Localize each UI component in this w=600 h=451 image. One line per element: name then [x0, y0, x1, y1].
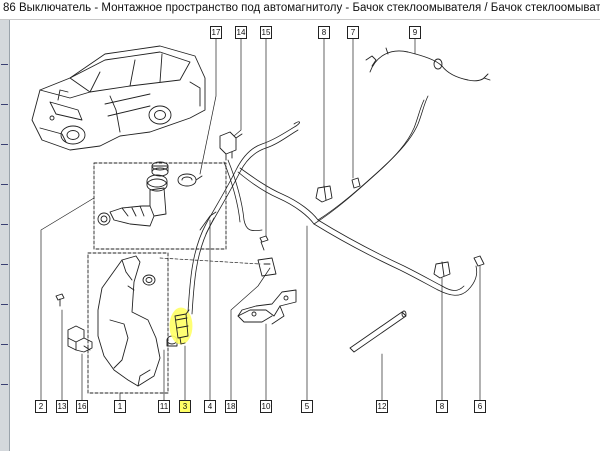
- rigid-tube: [349, 310, 407, 353]
- callout-8-lower[interactable]: 8: [436, 400, 448, 413]
- callout-9[interactable]: 9: [409, 26, 421, 39]
- window-title-bar: 86 Выключатель - Монтажное пространство …: [0, 0, 600, 20]
- callout-5[interactable]: 5: [301, 400, 313, 413]
- exploded-view-drawing: [31, 36, 491, 401]
- grommet-upper: [315, 185, 333, 203]
- callout-7[interactable]: 7: [347, 26, 359, 39]
- pump-connector: [219, 131, 243, 161]
- filler-neck-group-box: [93, 162, 227, 250]
- washer-pump-highlight: [169, 307, 193, 345]
- grommet-lower: [433, 261, 451, 279]
- washer-hoses: [187, 95, 478, 315]
- callout-2[interactable]: 2: [35, 400, 47, 413]
- left-sidebar-strip[interactable]: [0, 20, 10, 451]
- callout-1[interactable]: 1: [114, 400, 126, 413]
- parts-diagram: 2 13 16 1 11 3 4 18 10 5 12 8 6 17 14 15…: [10, 20, 600, 451]
- washer-reservoir: [97, 255, 161, 387]
- car-illustration: [31, 45, 206, 151]
- reservoir-group-box: [87, 252, 169, 394]
- reservoir-grommet: [142, 274, 156, 286]
- level-sensor: [67, 325, 93, 353]
- wiring-harness: [365, 47, 491, 82]
- callout-leaders: [40, 36, 481, 401]
- nozzle-connector: [473, 255, 485, 267]
- callout-14[interactable]: 14: [235, 26, 247, 39]
- plate-clip: [257, 257, 277, 277]
- callout-11[interactable]: 11: [158, 400, 170, 413]
- window-title: 86 Выключатель - Монтажное пространство …: [3, 2, 600, 14]
- callout-17[interactable]: 17: [210, 26, 222, 39]
- callout-13[interactable]: 13: [56, 400, 68, 413]
- mounting-bracket: [237, 289, 297, 325]
- nozzle-clip: [351, 177, 361, 189]
- reservoir-bolt: [55, 293, 65, 307]
- callout-4[interactable]: 4: [204, 400, 216, 413]
- bracket-bolt: [259, 235, 269, 251]
- callout-15[interactable]: 15: [260, 26, 272, 39]
- callout-16[interactable]: 16: [76, 400, 88, 413]
- callout-12[interactable]: 12: [376, 400, 388, 413]
- callout-6[interactable]: 6: [474, 400, 486, 413]
- filler-cap: [151, 161, 169, 177]
- washer-pump[interactable]: [174, 309, 190, 345]
- filler-neck: [97, 174, 168, 227]
- callout-10[interactable]: 10: [260, 400, 272, 413]
- callout-18[interactable]: 18: [225, 400, 237, 413]
- hose-clamp: [177, 173, 203, 187]
- callout-8-upper[interactable]: 8: [318, 26, 330, 39]
- callout-3[interactable]: 3: [179, 400, 191, 413]
